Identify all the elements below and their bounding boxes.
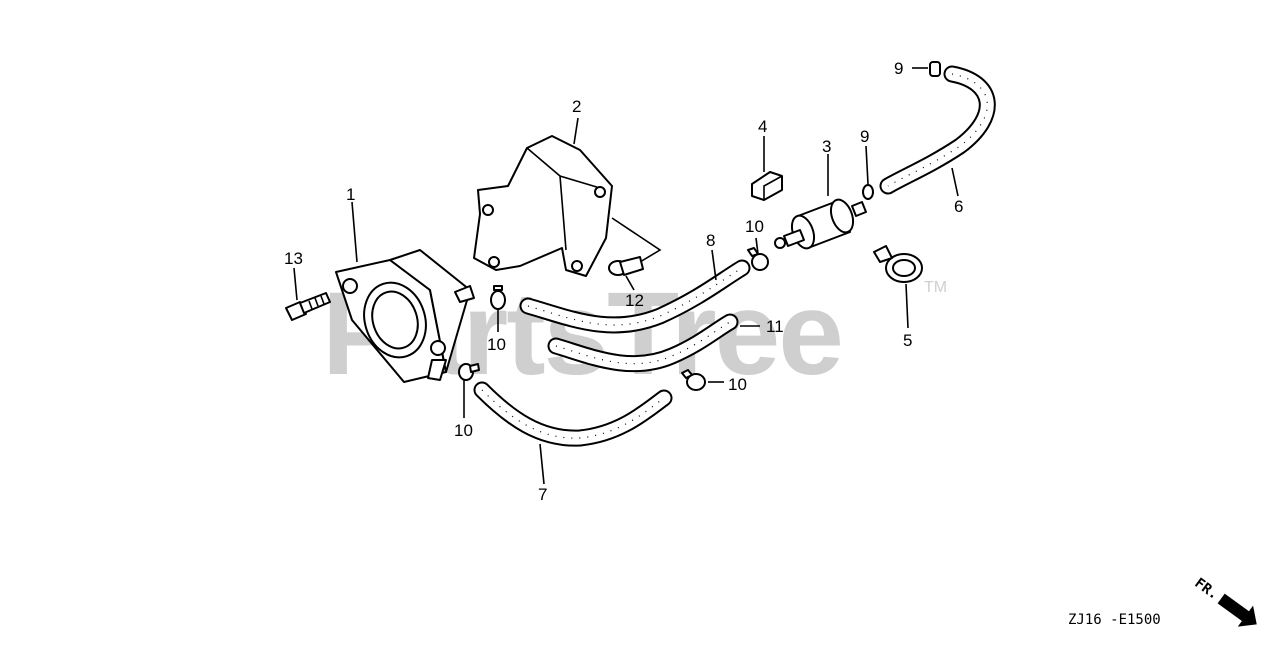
part-10-clamp-b[interactable] <box>458 363 480 381</box>
part-4-clip[interactable] <box>751 171 783 201</box>
part-11-hose[interactable] <box>547 313 739 373</box>
part-10-clamp-a[interactable] <box>490 285 506 310</box>
callout-3[interactable]: 3 <box>822 137 831 156</box>
diagram-code: ZJ16 -E1500 <box>1068 612 1161 628</box>
watermark-tm: TM <box>924 279 947 296</box>
callout-10-c[interactable]: 10 <box>745 217 764 236</box>
part-13-bolt[interactable] <box>285 292 331 321</box>
part-7-hose[interactable] <box>473 381 673 447</box>
callout-7[interactable]: 7 <box>538 485 547 504</box>
callout-8[interactable]: 8 <box>706 231 715 250</box>
part-2-bracket[interactable] <box>473 135 662 277</box>
front-arrow-icon: FR. <box>1192 575 1257 627</box>
callout-9-upper[interactable]: 9 <box>894 59 903 78</box>
callout-11[interactable]: 11 <box>766 317 784 336</box>
part-8-hose[interactable] <box>519 259 751 334</box>
part-9-clip-upper[interactable] <box>929 61 941 77</box>
callout-5[interactable]: 5 <box>903 331 912 350</box>
leader-lines <box>293 67 959 485</box>
part-9-clip-lower[interactable] <box>862 184 874 200</box>
front-label: FR. <box>1192 575 1222 603</box>
callout-6[interactable]: 6 <box>954 197 963 216</box>
callout-2[interactable]: 2 <box>572 97 581 116</box>
part-10-clamp-c[interactable] <box>747 247 769 271</box>
part-3-fuel-filter[interactable] <box>774 197 867 252</box>
part-6-hose[interactable] <box>879 65 996 195</box>
callout-13[interactable]: 13 <box>284 249 303 268</box>
callout-9-lower[interactable]: 9 <box>860 127 869 146</box>
callout-12[interactable]: 12 <box>625 291 644 310</box>
part-1-intake-body[interactable] <box>335 249 475 383</box>
callout-4[interactable]: 4 <box>758 117 767 136</box>
callout-10-b[interactable]: 10 <box>454 421 473 440</box>
part-10-clamp-d[interactable] <box>681 369 706 391</box>
part-5-clamp[interactable] <box>873 245 923 283</box>
callout-10-d[interactable]: 10 <box>728 375 747 394</box>
callout-10-a[interactable]: 10 <box>487 335 506 354</box>
part-12-screw[interactable] <box>608 256 644 276</box>
callout-1[interactable]: 1 <box>346 185 355 204</box>
